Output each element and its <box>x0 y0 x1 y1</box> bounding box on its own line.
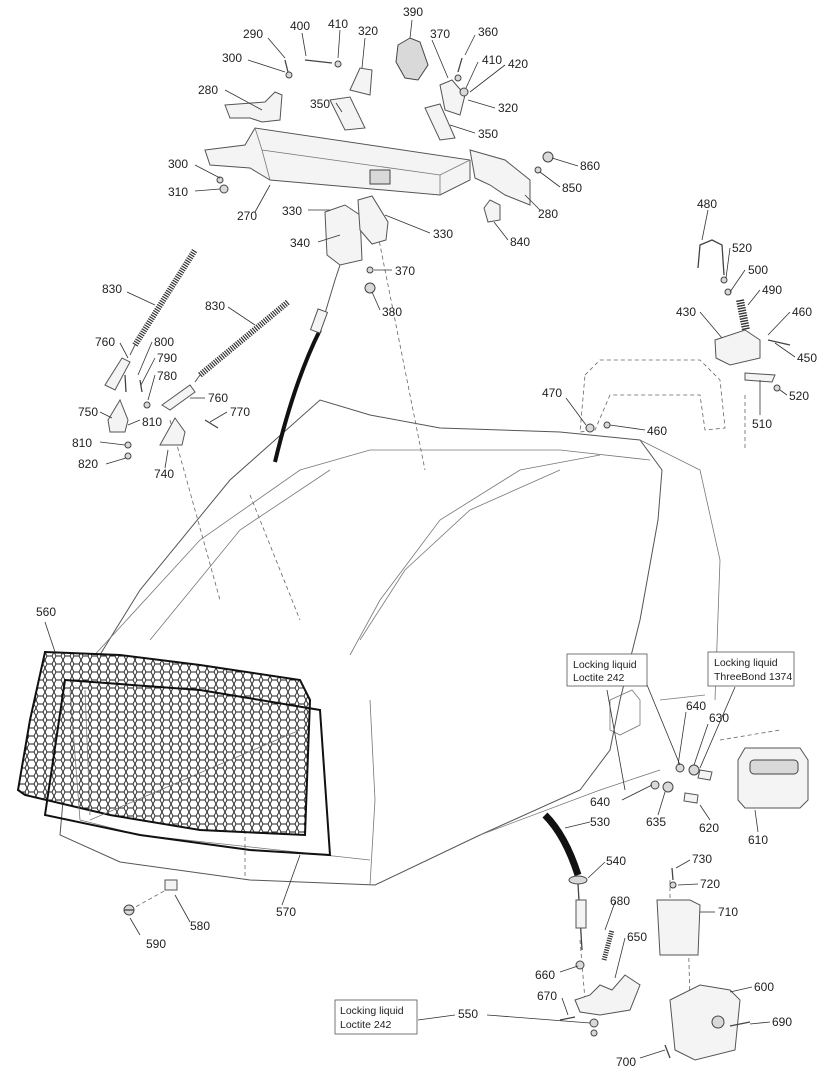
part-label: 570 <box>276 905 296 919</box>
part-label: 420 <box>508 57 528 71</box>
lower-latch-assembly <box>542 812 751 1061</box>
part-label: 820 <box>78 457 98 471</box>
part-label: 290 <box>243 27 263 41</box>
support-frame-ghost <box>579 359 726 433</box>
part-label: 270 <box>237 209 257 223</box>
note-loctite-upper: Locking liquid Loctite 242 <box>566 653 648 687</box>
part-label: 520 <box>732 241 752 255</box>
latch-bracket-430 <box>585 239 791 433</box>
part-label: 590 <box>146 937 166 951</box>
part-label: 540 <box>606 854 626 868</box>
part-label: 530 <box>590 815 610 829</box>
part-label: 310 <box>168 185 188 199</box>
leader-lines <box>44 19 796 1059</box>
note-title: Locking liquid <box>714 657 778 669</box>
part-label: 640 <box>590 795 610 809</box>
part-label: 860 <box>580 159 600 173</box>
part-label: 750 <box>78 405 98 419</box>
part-label: 660 <box>535 968 555 982</box>
part-label: 490 <box>762 283 782 297</box>
part-label: 510 <box>752 417 772 431</box>
part-label: 460 <box>792 305 812 319</box>
note-product: Loctite 242 <box>573 672 625 684</box>
part-label: 430 <box>676 305 696 319</box>
part-label: 460 <box>647 424 667 438</box>
part-label: 370 <box>430 27 450 41</box>
part-label: 340 <box>290 236 310 250</box>
part-label: 670 <box>537 989 557 1003</box>
part-label: 560 <box>36 605 56 619</box>
cross-beam-assembly <box>204 37 554 294</box>
part-label: 740 <box>154 467 174 481</box>
part-label: 580 <box>190 919 210 933</box>
part-label: 800 <box>154 335 174 349</box>
note-product: ThreeBond 1374 <box>714 671 792 683</box>
part-label: 520 <box>789 389 809 403</box>
hood-body <box>59 399 721 886</box>
part-label: 280 <box>538 207 558 221</box>
release-cable <box>273 264 341 463</box>
part-label: 790 <box>157 351 177 365</box>
part-label: 850 <box>562 181 582 195</box>
part-label: 500 <box>748 263 768 277</box>
note-loctite-lower: Locking liquid Loctite 242 <box>334 999 418 1035</box>
part-label: 320 <box>498 101 518 115</box>
part-label: 830 <box>102 282 122 296</box>
part-label: 610 <box>748 833 768 847</box>
part-label: 480 <box>697 197 717 211</box>
gas-springs <box>104 248 290 460</box>
part-label: 330 <box>433 227 453 241</box>
part-label: 350 <box>478 127 498 141</box>
part-label: 760 <box>208 391 228 405</box>
note-title: Locking liquid <box>340 1005 404 1017</box>
part-label: 450 <box>797 351 817 365</box>
part-label: 330 <box>282 204 302 218</box>
part-label: 400 <box>290 19 310 33</box>
part-label: 410 <box>482 53 502 67</box>
part-label: 600 <box>754 980 774 994</box>
part-label: 550 <box>458 1007 478 1021</box>
part-label: 390 <box>403 5 423 19</box>
part-label: 635 <box>646 815 666 829</box>
part-label: 300 <box>222 51 242 65</box>
part-label: 810 <box>142 415 162 429</box>
note-threebond: Locking liquid ThreeBond 1374 <box>707 651 795 687</box>
part-label: 320 <box>358 24 378 38</box>
part-label: 810 <box>72 436 92 450</box>
part-label: 630 <box>709 711 729 725</box>
part-label: 690 <box>772 1015 792 1029</box>
part-label: 470 <box>542 386 562 400</box>
part-label: 360 <box>478 25 498 39</box>
part-label: 370 <box>395 264 415 278</box>
part-label: 680 <box>610 894 630 908</box>
part-label: 380 <box>382 305 402 319</box>
part-label: 640 <box>686 699 706 713</box>
part-label: 300 <box>168 157 188 171</box>
grille-fasteners <box>123 879 178 916</box>
part-label: 840 <box>510 235 530 249</box>
part-label: 760 <box>95 335 115 349</box>
alignment-lines <box>129 234 781 1001</box>
handle-610 <box>650 747 809 809</box>
part-labels: 290 400 410 320 390 370 360 300 410 420 … <box>36 5 817 1069</box>
part-label: 830 <box>205 299 225 313</box>
grille-assembly <box>16 650 332 857</box>
part-label: 700 <box>616 1055 636 1069</box>
part-label: 780 <box>157 369 177 383</box>
note-product: Loctite 242 <box>340 1019 392 1031</box>
part-label: 350 <box>310 97 330 111</box>
part-label: 720 <box>700 877 720 891</box>
part-label: 730 <box>692 852 712 866</box>
note-title: Locking liquid <box>573 659 637 671</box>
part-label: 770 <box>230 405 250 419</box>
part-label: 710 <box>718 905 738 919</box>
part-label: 280 <box>198 83 218 97</box>
part-label: 650 <box>627 930 647 944</box>
part-label: 620 <box>699 821 719 835</box>
part-label: 410 <box>328 17 348 31</box>
